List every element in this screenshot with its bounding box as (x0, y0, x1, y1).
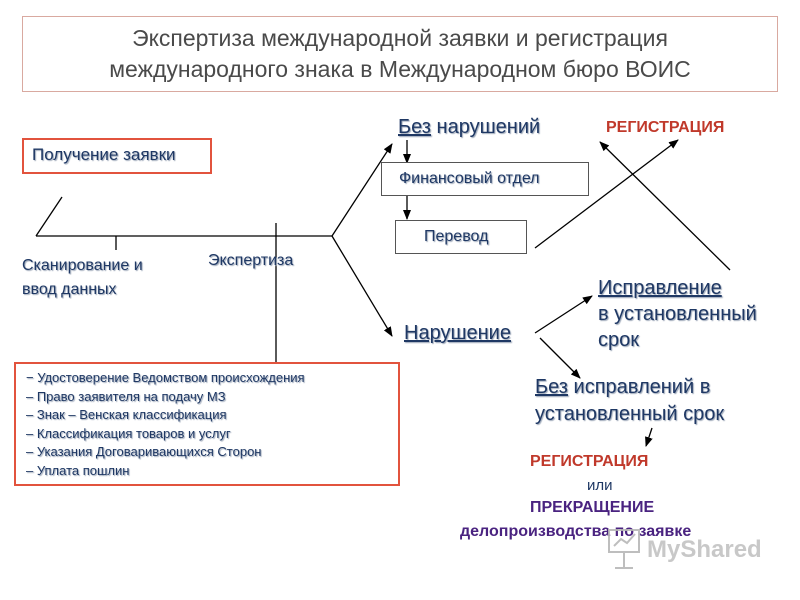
arrow-correction-to-registration (599, 141, 731, 271)
checklist-item: – Указания Договаривающихся Сторон (26, 444, 262, 460)
scanning-label-2: ввод данных (22, 281, 117, 298)
title-line-1: Экспертиза международной заявки и регист… (132, 25, 668, 51)
translation-box: Перевод (395, 220, 527, 254)
watermark-text: MyShared (647, 536, 762, 563)
checklist-item: – Знак – Венская классификация (26, 407, 227, 423)
title-line-2: международного знака в Международном бюр… (109, 56, 691, 82)
no-correction-prefix: Без (535, 376, 568, 398)
receipt-branch (35, 196, 63, 237)
checklist-item: – Право заявителя на подачу МЗ (26, 388, 226, 404)
violation-label: Нарушение (404, 322, 511, 344)
no-violations-label: Без нарушений (398, 116, 540, 139)
finance-label: Финансовый отдел (399, 170, 540, 187)
checklist-box: − Удостоверение Ведомством происхождения… (14, 362, 400, 486)
no-violations-prefix: Без (398, 116, 431, 138)
outcome-termination: ПРЕКРАЩЕНИЕ (530, 499, 655, 516)
correction-line-3: срок (598, 329, 639, 351)
correction-line-2: в установленный (598, 303, 757, 325)
outcome-or: или (587, 477, 613, 494)
scanning-label-1: Сканирование и (22, 257, 143, 274)
no-correction-line-2: установленный срок (535, 403, 725, 425)
correction-line-1: Исправление (598, 277, 722, 299)
registration-top-label: РЕГИСТРАЦИЯ (606, 119, 725, 136)
presentation-icon (608, 529, 640, 569)
finance-box: Финансовый отдел (381, 162, 589, 196)
checklist-item: – Уплата пошлин (26, 462, 130, 478)
arrow-to-no-correction (539, 337, 581, 379)
title-box: Экспертиза международной заявки и регист… (22, 16, 778, 92)
examination-label: Экспертиза (208, 252, 294, 269)
no-correction-rest: исправлений в (567, 376, 711, 398)
arrow-to-no-violations (331, 143, 393, 237)
arrow-to-violation (331, 235, 393, 337)
no-violations-rest: нарушений (430, 116, 541, 138)
no-correction-line-1: Без исправлений в (535, 376, 710, 399)
checklist-item: – Классификация товаров и услуг (26, 425, 231, 441)
outcome-registration: РЕГИСТРАЦИЯ (530, 453, 649, 470)
watermark-logo: MyShared (605, 522, 765, 574)
receipt-box: Получение заявки (22, 138, 212, 174)
arrow-to-outcome (645, 427, 653, 447)
receipt-label: Получение заявки (32, 145, 176, 164)
translation-label: Перевод (424, 228, 489, 245)
arrow-to-correction (534, 295, 593, 334)
checklist-item: − Удостоверение Ведомством происхождения (26, 370, 305, 385)
arrow-to-registration (534, 139, 679, 249)
